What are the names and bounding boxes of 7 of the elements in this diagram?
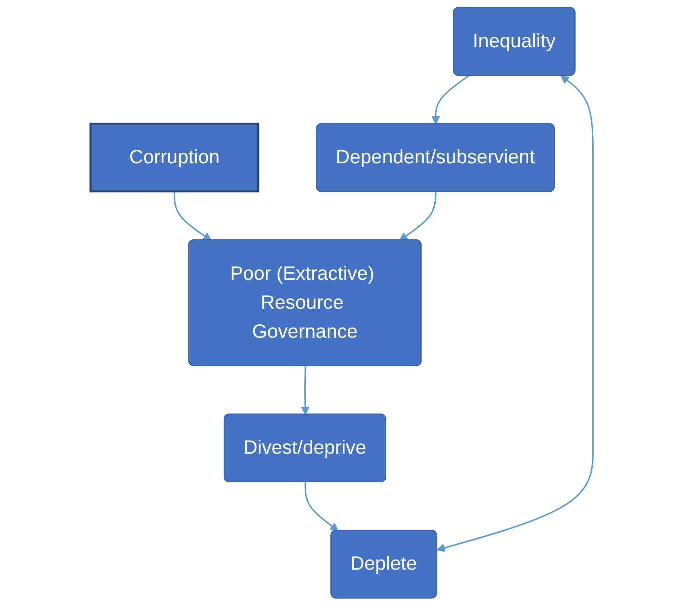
arrow (304, 482, 338, 532)
arrow (300, 366, 310, 416)
arrow (436, 76, 594, 552)
arrow (398, 192, 436, 241)
arrow (173, 192, 212, 241)
node-box: Corruption (89, 122, 260, 193)
arrow (431, 75, 469, 125)
